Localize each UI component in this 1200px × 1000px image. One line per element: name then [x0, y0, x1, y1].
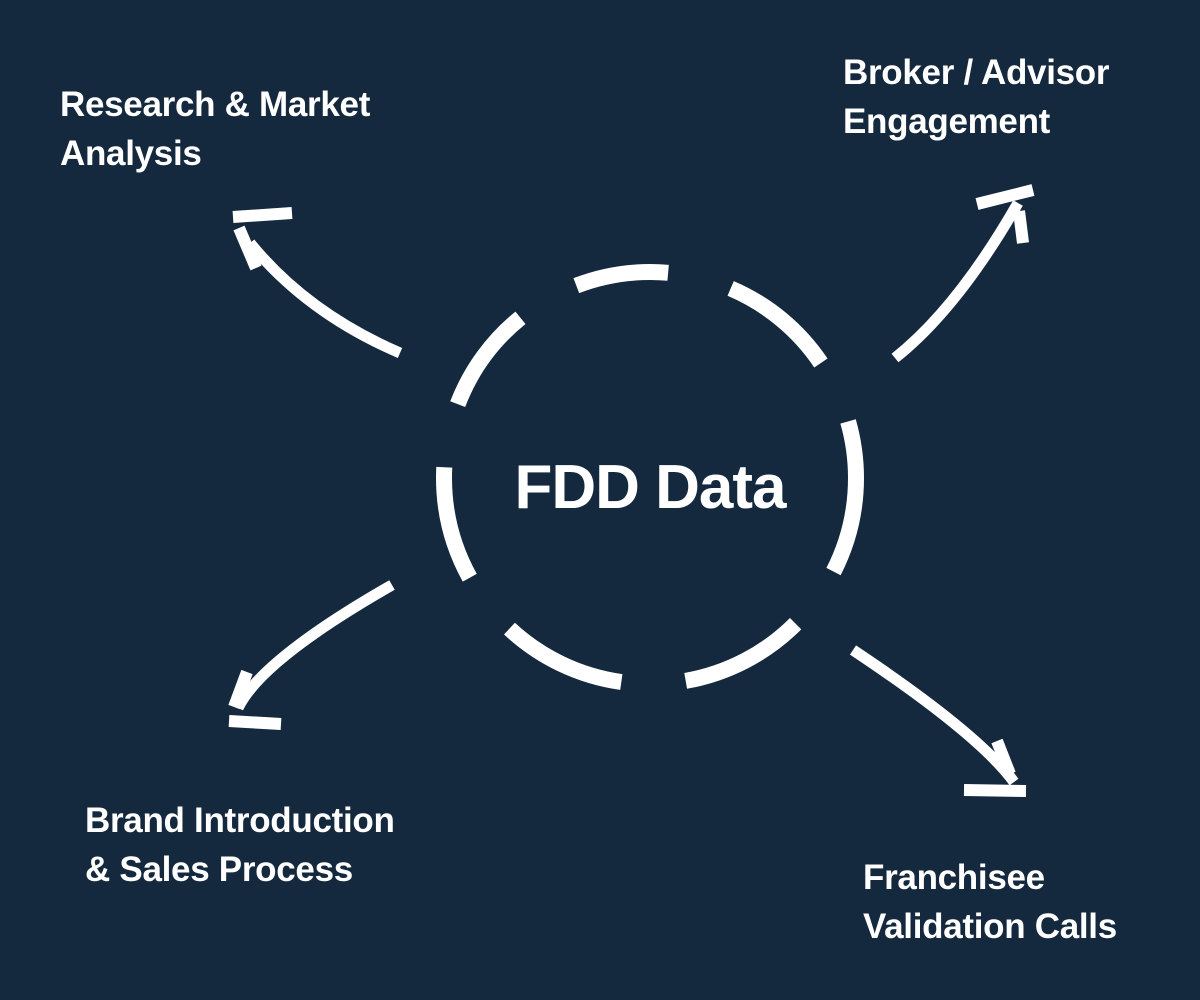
label-brand-introduction-sales-process: Brand Introduction & Sales Process [85, 796, 395, 894]
arrow-top-left-icon [232, 207, 403, 359]
label-research-market-analysis: Research & Market Analysis [60, 80, 370, 178]
label-line-2: Validation Calls [863, 907, 1117, 946]
arrow-bottom-left-icon [228, 580, 395, 730]
label-line-2: & Sales Process [85, 850, 353, 889]
dashed-circle-icon [436, 264, 864, 692]
label-line-1: Research & Market [60, 85, 371, 124]
label-broker-advisor-engagement: Broker / Advisor Engagement [843, 48, 1110, 146]
label-line-2: Engagement [843, 102, 1051, 141]
center-title-fdd-data: FDD Data [514, 453, 786, 522]
arrow-top-right-icon [891, 184, 1035, 363]
label-line-1: Franchisee [863, 858, 1045, 897]
label-line-1: Broker / Advisor [843, 53, 1110, 92]
arrow-bottom-right-icon [849, 645, 1027, 797]
label-line-1: Brand Introduction [85, 801, 395, 840]
label-franchisee-validation-calls: Franchisee Validation Calls [863, 853, 1117, 951]
label-line-2: Analysis [60, 134, 202, 173]
